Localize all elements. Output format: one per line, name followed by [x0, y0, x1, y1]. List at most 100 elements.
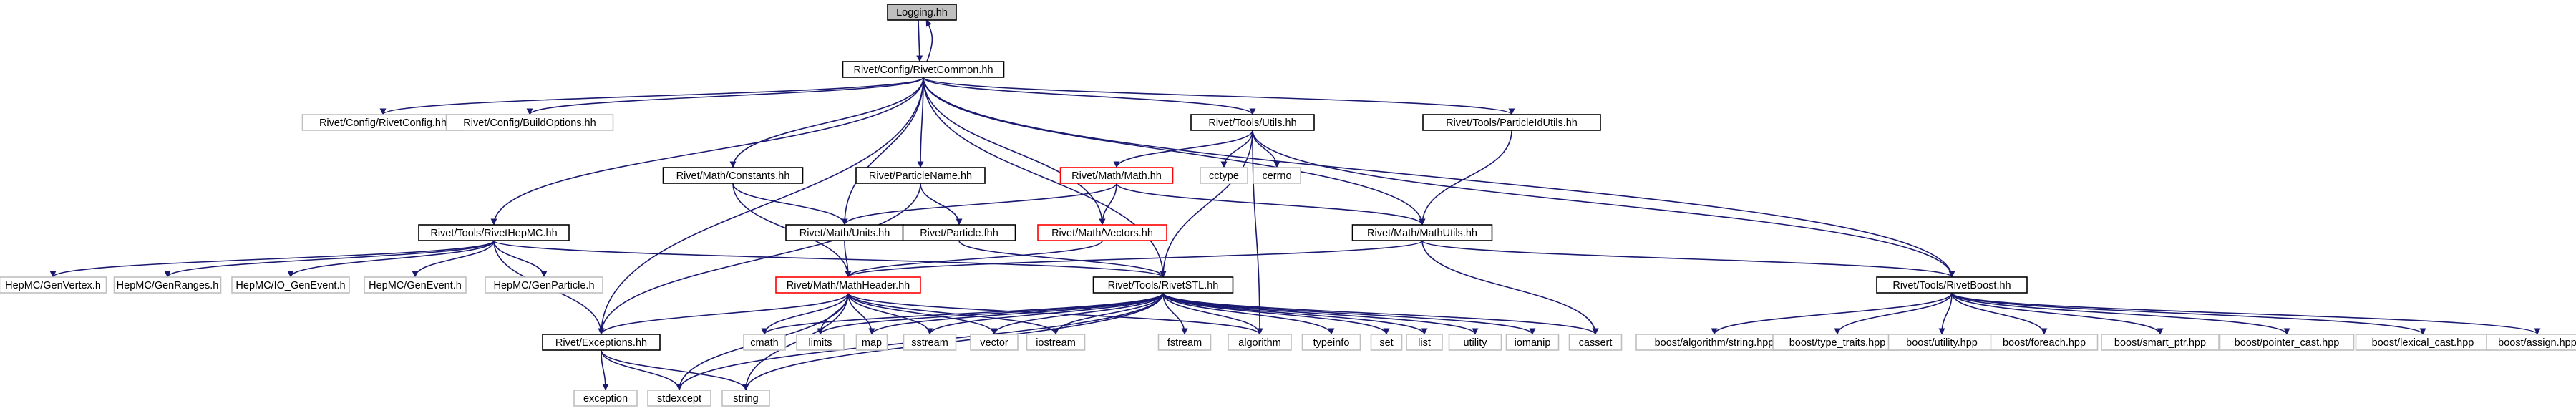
- node-label: set: [1379, 337, 1393, 349]
- node-box: [364, 276, 467, 294]
- edge-rivetcommon-to-logging: [925, 19, 933, 62]
- node-boostalgostring: boost/algorithm/string.hpp: [1635, 334, 1793, 351]
- node-rivetcommon[interactable]: Rivet/Config/RivetCommon.hh: [842, 61, 1005, 78]
- node-box: [855, 334, 888, 351]
- node-box: [1157, 334, 1212, 351]
- node-label: Rivet/Config/RivetConfig.hh: [319, 117, 447, 129]
- node-rivetstl[interactable]: Rivet/Tools/RivetSTL.hh: [1092, 276, 1234, 294]
- node-constants[interactable]: Rivet/Math/Constants.hh: [662, 167, 804, 184]
- node-mathheader[interactable]: Rivet/Math/MathHeader.hh: [775, 276, 921, 294]
- edge-constants-to-units: [732, 183, 848, 226]
- edge-utils-to-algorithm: [1252, 130, 1263, 335]
- node-boostassign: boost/assign.hpp: [2486, 334, 2576, 351]
- node-cctype: cctype: [1200, 167, 1248, 184]
- node-label: boost/pointer_cast.hpp: [2235, 337, 2340, 349]
- edge-utils-to-rivetstl: [1160, 130, 1253, 278]
- node-set: set: [1370, 334, 1403, 351]
- node-particlefhh[interactable]: Rivet/Particle.fhh: [902, 224, 1016, 241]
- node-boostlexicalcast: boost/lexical_cast.hpp: [2355, 334, 2491, 351]
- node-label: HepMC/GenParticle.h: [493, 280, 594, 291]
- node-label: HepMC/GenEvent.h: [369, 280, 462, 291]
- node-box: [842, 61, 1005, 78]
- edge-exceptions-to-stdexcept: [601, 349, 683, 391]
- node-mathutils[interactable]: Rivet/Math/MathUtils.hh: [1351, 224, 1493, 241]
- node-boostutility: boost/utility.hpp: [1887, 334, 1996, 351]
- node-exceptions[interactable]: Rivet/Exceptions.hh: [542, 334, 661, 351]
- node-label: Rivet/Math/MathHeader.hh: [787, 280, 910, 291]
- node-box: [721, 390, 770, 407]
- node-box: [1026, 334, 1086, 351]
- node-exception: exception: [573, 390, 638, 407]
- node-rivetboost[interactable]: Rivet/Tools/RivetBoost.hh: [1876, 276, 2028, 294]
- edge-rivetboost-to-boostpointercast: [1951, 292, 2290, 335]
- node-label: cerrno: [1262, 170, 1291, 182]
- edge-rivethepmc-to-genranges: [164, 240, 495, 278]
- node-label: boost/type_traits.hpp: [1789, 337, 1886, 349]
- node-utils[interactable]: Rivet/Tools/Utils.hh: [1190, 114, 1315, 131]
- node-label: Rivet/Math/MathUtils.hh: [1367, 228, 1477, 239]
- node-list: list: [1406, 334, 1443, 351]
- node-label: Rivet/Math/Units.hh: [799, 228, 890, 239]
- node-label: HepMC/GenRanges.h: [117, 280, 219, 291]
- edge-particleidutils-to-mathutils: [1419, 130, 1512, 226]
- node-box: [113, 276, 222, 294]
- edge-rivetboost-to-boostalgostring: [1711, 292, 1953, 335]
- node-genranges: HepMC/GenRanges.h: [113, 276, 222, 294]
- node-box: [2486, 334, 2576, 351]
- edge-utils-to-cerrno: [1252, 130, 1280, 168]
- node-label: Rivet/Config/RivetCommon.hh: [853, 64, 993, 76]
- node-box: [1990, 334, 2099, 351]
- node-genparticle: HepMC/GenParticle.h: [485, 276, 603, 294]
- edge-rivetboost-to-boostlexicalcast: [1951, 292, 2426, 335]
- node-box: [1505, 334, 1560, 351]
- edge-rivetstl-to-list: [1162, 292, 1428, 335]
- node-units[interactable]: Rivet/Math/Units.hh: [785, 224, 904, 241]
- node-label: map: [862, 337, 882, 349]
- node-label: vector: [980, 337, 1008, 349]
- node-rivethepmc[interactable]: Rivet/Tools/RivetHepMC.hh: [418, 224, 570, 241]
- edge-rivethepmc-to-ioggenevent: [287, 240, 495, 278]
- node-cmath: cmath: [743, 334, 786, 351]
- edge-rivetcommon-to-vectors: [923, 77, 1106, 226]
- node-label: Rivet/Exceptions.hh: [555, 337, 647, 349]
- edge-mathheader-to-algorithm: [847, 292, 1263, 335]
- node-typeinfo: typeinfo: [1301, 334, 1361, 351]
- edge-rivetstl-to-typeinfo: [1162, 292, 1335, 335]
- node-vectors[interactable]: Rivet/Math/Vectors.hh: [1037, 224, 1167, 241]
- edge-rivetcommon-to-particlename: [917, 77, 924, 168]
- node-label: Rivet/Particle.fhh: [920, 228, 998, 239]
- node-label: cctype: [1209, 170, 1239, 182]
- node-box: [1037, 224, 1167, 241]
- edge-rivetstl-to-vector: [991, 292, 1164, 335]
- edge-rivethepmc-to-genparticle: [493, 240, 548, 278]
- node-label: typeinfo: [1313, 337, 1350, 349]
- edge-mathheader-to-cmath: [761, 292, 849, 335]
- node-label: Rivet/Math/Constants.hh: [676, 170, 790, 182]
- node-box: [1253, 167, 1301, 184]
- node-box: [796, 334, 845, 351]
- edge-exceptions-to-exception: [601, 349, 609, 391]
- edge-mathheader-to-iostream: [847, 292, 1059, 335]
- node-label: Rivet/Tools/ParticleIdUtils.hh: [1446, 117, 1578, 129]
- node-box: [662, 167, 804, 184]
- node-box: [573, 390, 638, 407]
- node-genvertex: HepMC/GenVertex.h: [0, 276, 107, 294]
- edge-rivetboost-to-boostsmartptr: [1951, 292, 2164, 335]
- node-mathhh[interactable]: Rivet/Math/Math.hh: [1059, 167, 1174, 184]
- node-label: exception: [583, 393, 628, 405]
- edge-rivetstl-to-sstream: [926, 292, 1164, 335]
- edge-mathutils-to-mathheader: [845, 240, 1423, 278]
- node-box: [0, 276, 107, 294]
- node-particleidutils[interactable]: Rivet/Tools/ParticleIdUtils.hh: [1422, 114, 1601, 131]
- node-box: [445, 114, 614, 131]
- node-label: Rivet/Tools/Utils.hh: [1208, 117, 1296, 129]
- node-iomanip: iomanip: [1505, 334, 1560, 351]
- edge-rivetcommon-to-rivethepmc: [490, 77, 924, 226]
- node-particlename[interactable]: Rivet/ParticleName.hh: [855, 167, 986, 184]
- node-label: HepMC/GenVertex.h: [5, 280, 101, 291]
- node-label: list: [1418, 337, 1431, 349]
- node-label: cmath: [750, 337, 779, 349]
- edge-rivethepmc-to-rivetstl: [493, 240, 1167, 278]
- node-box: [1370, 334, 1403, 351]
